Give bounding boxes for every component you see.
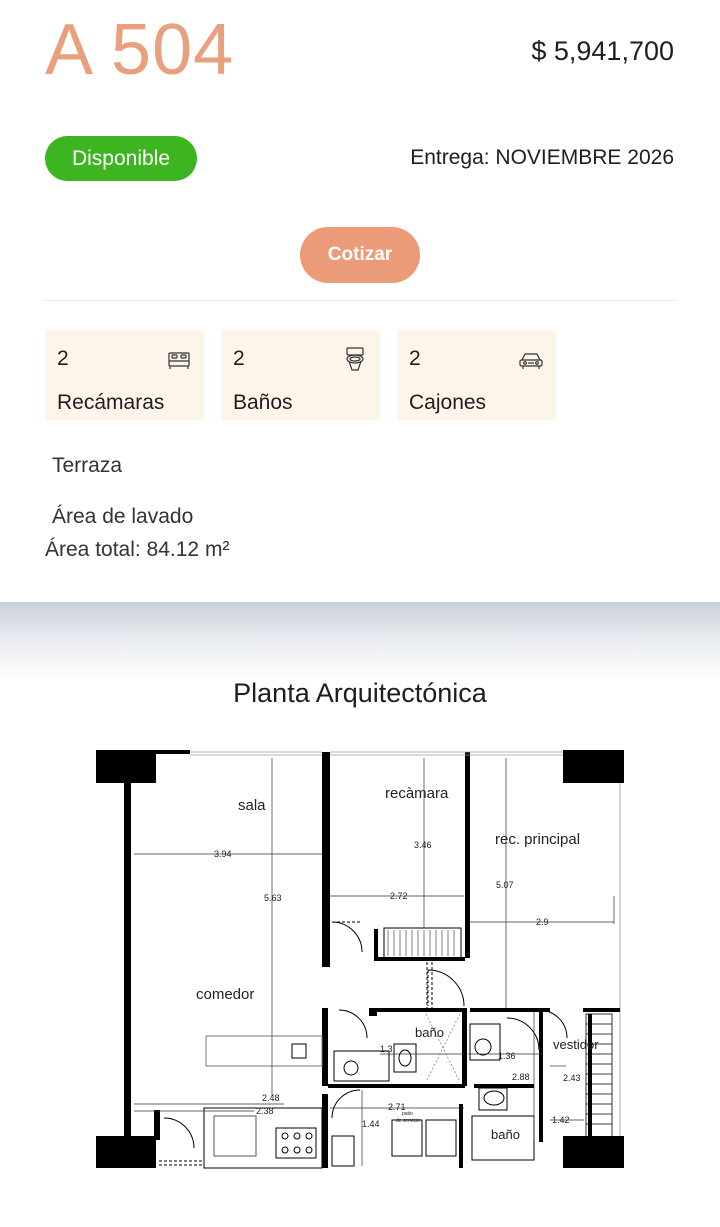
room-label-recamara: recàmara bbox=[385, 785, 449, 802]
dimension-label: 2.72 bbox=[390, 891, 408, 901]
dimension-label: 2.71 bbox=[388, 1102, 406, 1112]
dimension-label: 1.3 bbox=[380, 1044, 393, 1054]
quote-button[interactable]: Cotizar bbox=[300, 227, 420, 283]
floor-plan: sala recàmara rec. principal comedor bañ… bbox=[94, 746, 628, 1174]
car-icon bbox=[518, 346, 544, 372]
feature-value: 2 bbox=[57, 347, 69, 370]
wall bbox=[124, 750, 470, 1136]
kitchen bbox=[203, 1035, 323, 1169]
door-frame bbox=[159, 962, 433, 1166]
door bbox=[163, 921, 568, 1149]
feature-label: Baños bbox=[233, 391, 293, 414]
feature-label: Cajones bbox=[409, 391, 487, 414]
feature-parking: 2 Cajones bbox=[397, 330, 556, 420]
room-label-comedor: comedor bbox=[196, 986, 254, 1003]
dimension-label: 2.38 bbox=[256, 1106, 274, 1116]
room-label-bano: baño bbox=[415, 1025, 444, 1040]
bathroom-fixtures bbox=[333, 1013, 535, 1161]
unit-card: A 504 $ 5,941,700 Disponible Entrega: NO… bbox=[0, 0, 720, 602]
delivery-date: Entrega: NOVIEMBRE 2026 bbox=[410, 146, 674, 169]
amenity-item: Terraza bbox=[52, 454, 123, 477]
closet-hatch bbox=[387, 930, 455, 956]
column bbox=[563, 750, 624, 783]
total-area: Área total: 84.12 m² bbox=[45, 538, 230, 561]
feature-bedrooms: 2 Recámaras bbox=[45, 330, 204, 420]
glass-line bbox=[190, 751, 621, 1136]
column bbox=[96, 1136, 156, 1168]
room-label-vestidor: vestidor bbox=[553, 1037, 599, 1052]
feature-value: 2 bbox=[233, 347, 245, 370]
dimension-label: 2.9 bbox=[536, 917, 549, 927]
room-label-principal: rec. principal bbox=[495, 831, 580, 848]
status-badge: Disponible bbox=[45, 136, 197, 181]
small-label: patio bbox=[402, 1111, 413, 1117]
dimension-label: 2.43 bbox=[563, 1073, 581, 1083]
room-label-sala: sala bbox=[238, 797, 266, 814]
small-label: de servicio bbox=[396, 1118, 420, 1124]
laundry bbox=[331, 1119, 457, 1167]
dimension-label: 2.88 bbox=[512, 1072, 530, 1082]
bed-icon bbox=[166, 346, 192, 372]
closet bbox=[374, 927, 465, 961]
feature-bathrooms: 2 Baños bbox=[221, 330, 380, 420]
room-label-bano: baño bbox=[491, 1127, 520, 1142]
amenity-item: Área de lavado bbox=[52, 505, 194, 528]
feature-value: 2 bbox=[409, 347, 421, 370]
feature-label: Recámaras bbox=[57, 391, 165, 414]
wardrobe bbox=[585, 1013, 613, 1139]
dimension-label: 5.07 bbox=[496, 880, 514, 890]
toilet-icon bbox=[342, 346, 368, 372]
section-shadow bbox=[0, 602, 720, 682]
dimension-lines bbox=[134, 758, 615, 1166]
dimension-label: 2.48 bbox=[262, 1093, 280, 1103]
column bbox=[96, 750, 156, 783]
column bbox=[563, 1136, 624, 1168]
dimension-label: 1.44 bbox=[362, 1119, 380, 1129]
divider bbox=[45, 300, 675, 301]
wall bbox=[154, 1008, 620, 1168]
dimension-label: 5.63 bbox=[264, 893, 282, 903]
floor-plan-drawing: sala recàmara rec. principal comedor bañ… bbox=[96, 750, 624, 1169]
plan-title: Planta Arquitectónica bbox=[233, 678, 487, 708]
dimension-label: 3.46 bbox=[414, 840, 432, 850]
dimension-label: 1.36 bbox=[498, 1051, 516, 1061]
dimension-label: 1.42 bbox=[552, 1115, 570, 1125]
unit-price: $ 5,941,700 bbox=[531, 36, 674, 66]
dimension-label: 3.94 bbox=[214, 849, 232, 859]
unit-title: A 504 bbox=[45, 10, 235, 90]
